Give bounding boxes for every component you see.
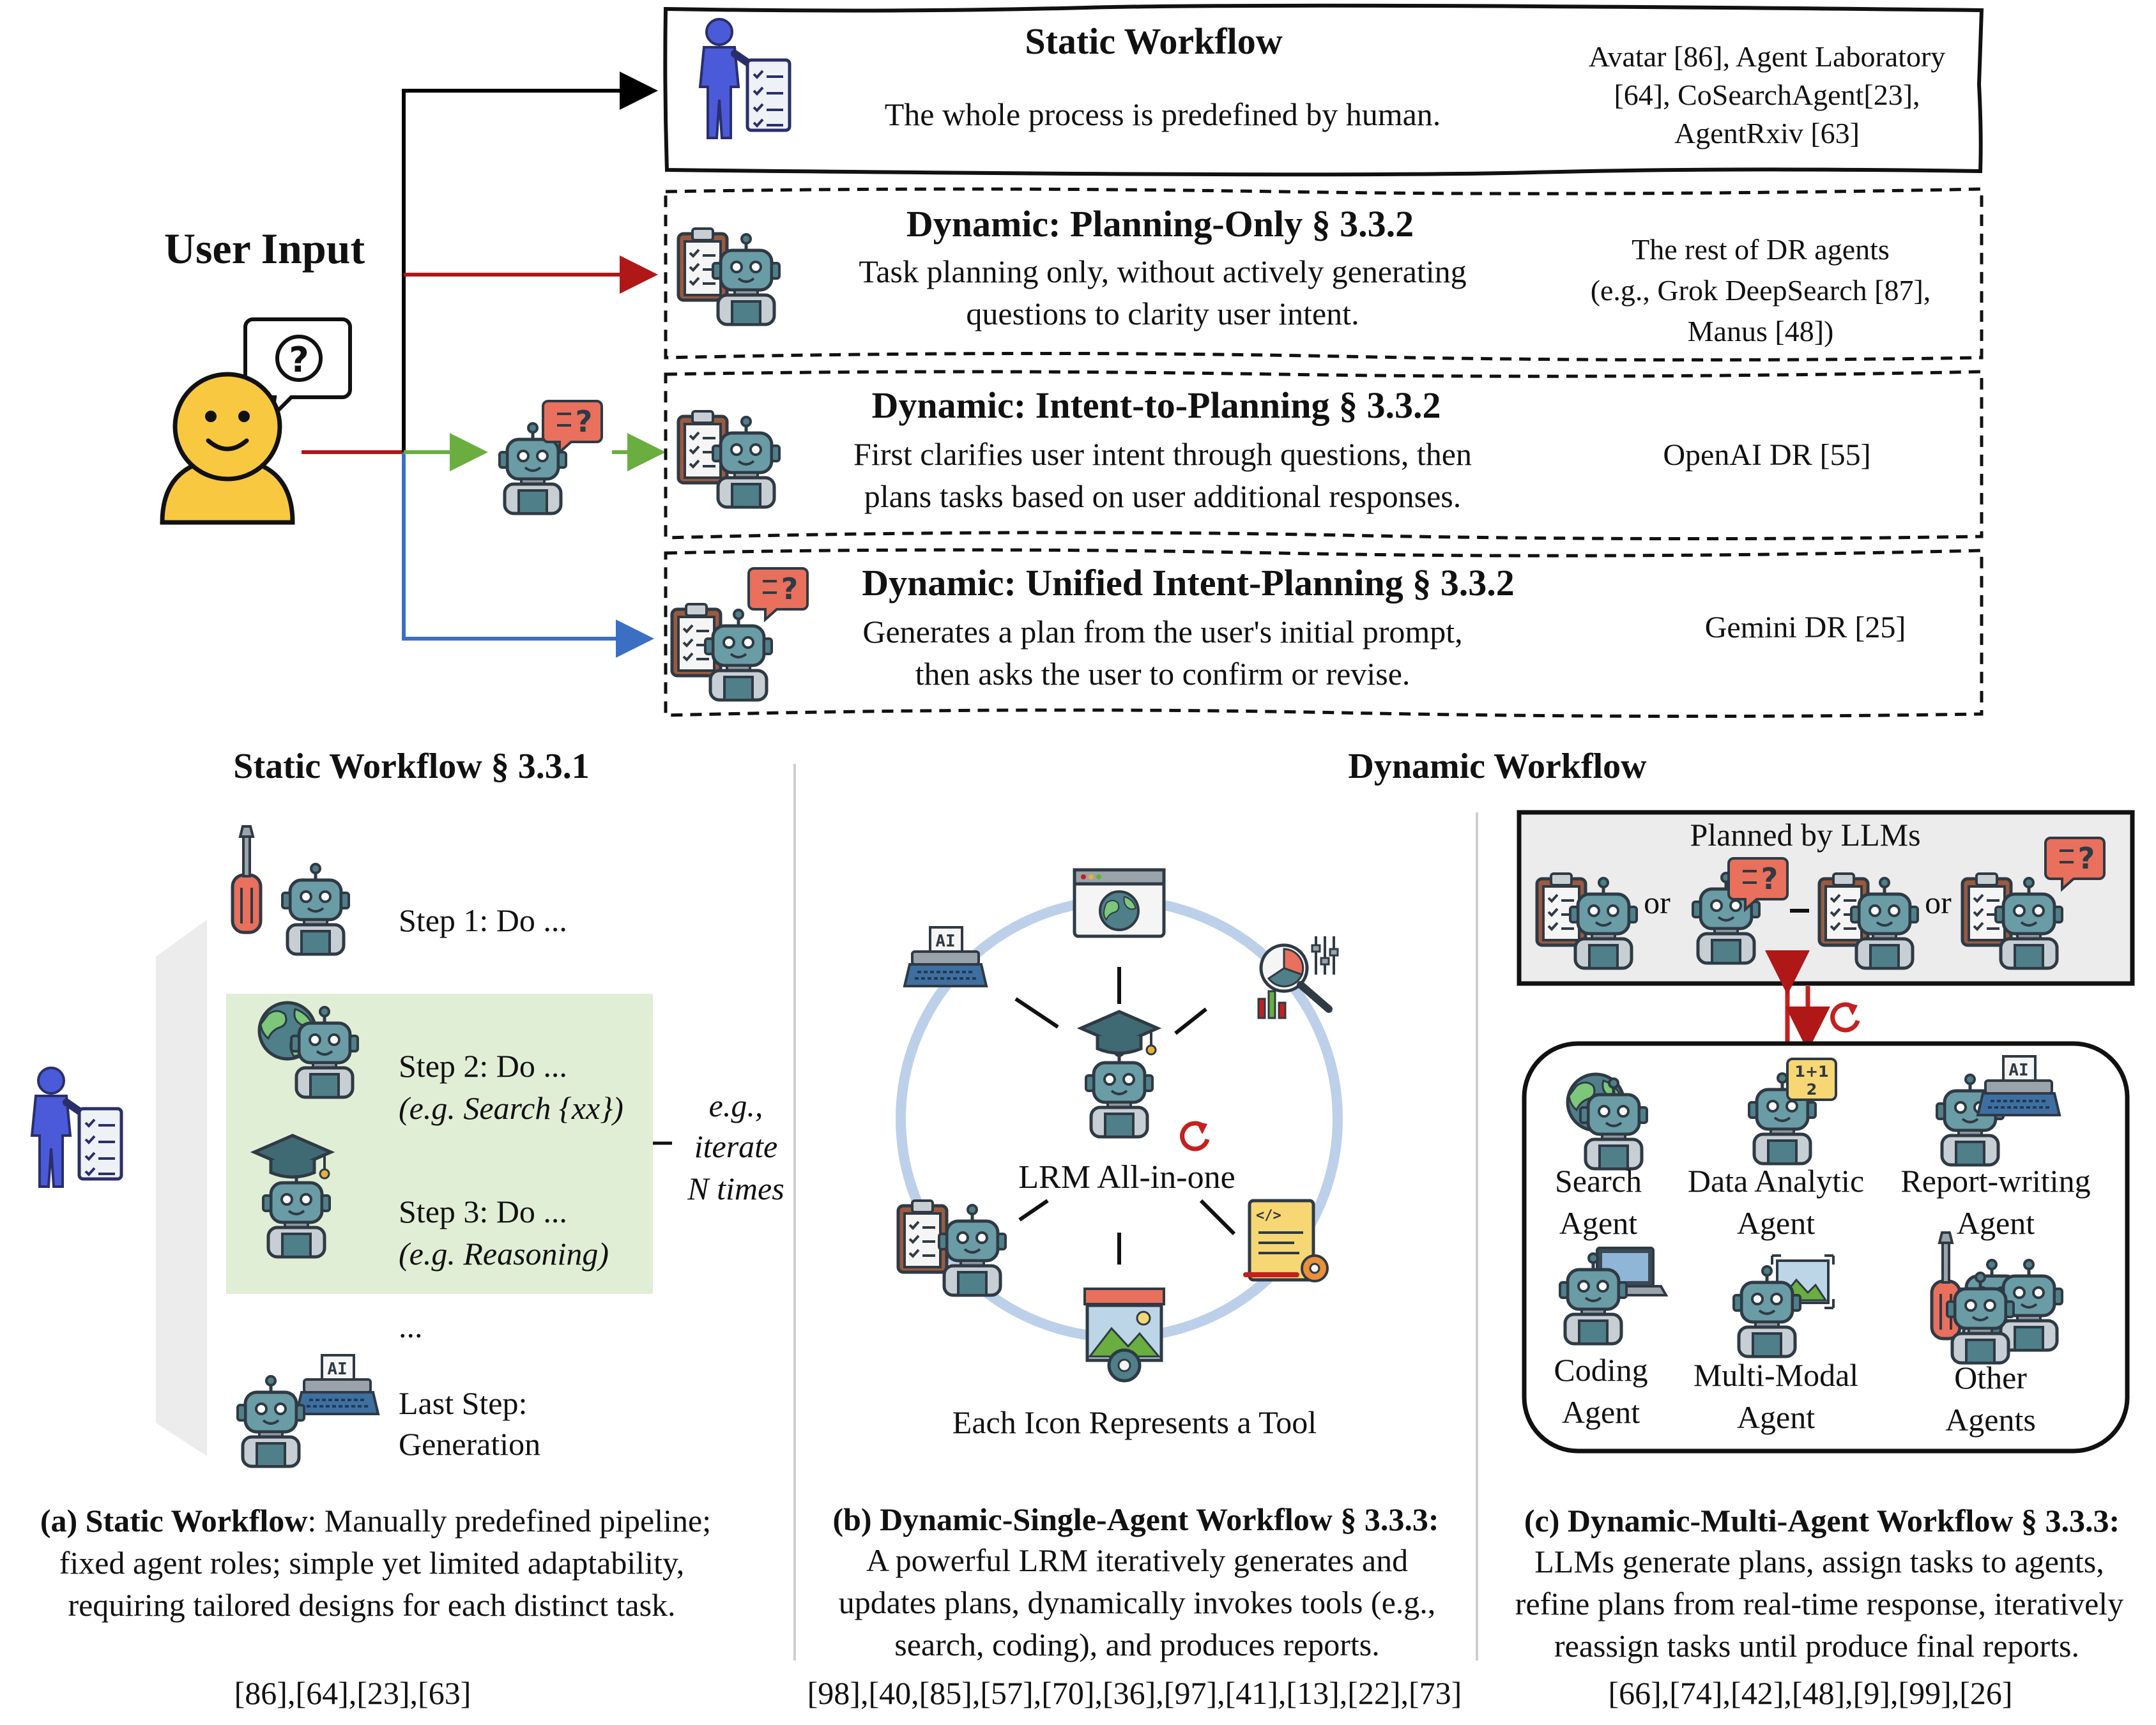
svg-text:Agent: Agent (1737, 1399, 1815, 1435)
svg-text:Generation: Generation (399, 1426, 540, 1462)
step-1: Step 1: Do ... (233, 826, 567, 954)
row-refs: (e.g., Grok DeepSearch [87], (1591, 274, 1931, 307)
refs-a: [86],[64],[23],[63] (234, 1675, 471, 1711)
intent-robot-icon (500, 400, 603, 513)
caption-a-line: fixed agent roles; simple yet limited ad… (59, 1545, 684, 1581)
caption-a: (a) Static Workflow: Manually predefined… (40, 1503, 711, 1539)
row-title: Static Workflow (1025, 20, 1282, 62)
svg-text:Step 2: Do ...: Step 2: Do ... (399, 1048, 567, 1084)
routing-arrows (302, 72, 666, 658)
svg-text:Agent: Agent (1957, 1205, 2035, 1241)
row-title: Dynamic: Intent-to-Planning § 3.3.2 (872, 384, 1441, 426)
caption-a-line: requiring tailored designs for each dist… (68, 1587, 675, 1623)
user-input-area: User Input ? (160, 224, 365, 525)
section-heading: Static Workflow § 3.3.1 (233, 747, 589, 786)
data-analytic-agent: Data Analytic Agent (1688, 1058, 1864, 1241)
row-refs: [64], CoSearchAgent[23], (1614, 79, 1920, 111)
svg-text:?: ? (289, 340, 309, 380)
center-label: LRM All-in-one (1018, 1159, 1235, 1196)
row-desc: First clarifies user intent through ques… (853, 436, 1472, 472)
multi-modal-agent: Multi-Modal Agent (1693, 1254, 1858, 1435)
row-refs: Avatar [86], Agent Laboratory (1589, 40, 1946, 73)
svg-text:(e.g. Reasoning): (e.g. Reasoning) (399, 1236, 609, 1272)
svg-text:Agent: Agent (1737, 1205, 1815, 1241)
tool-footer: Each Icon Represents a Tool (952, 1404, 1317, 1440)
lrm-center-icon (1081, 1012, 1207, 1149)
report-writing-agent: Report-writing Agent (1900, 1055, 2091, 1241)
svg-text:(e.g. Search {xx}): (e.g. Search {xx}) (399, 1090, 623, 1126)
svg-text:Agents: Agents (1945, 1402, 2036, 1438)
caption-c-line: LLMs generate plans, assign tasks to age… (1534, 1544, 2104, 1579)
svg-text:Search: Search (1555, 1163, 1642, 1199)
row-desc: questions to clarity user intent. (966, 296, 1359, 331)
analytics-tool-icon (1258, 936, 1338, 1018)
caption-b-line: updates plans, dynamically invokes tools… (839, 1584, 1436, 1620)
question-bubble-icon: ? (243, 317, 352, 422)
unified-intent-planning-row: Dynamic: Unified Intent-Planning § 3.3.2… (664, 548, 1984, 718)
or-label: or (1644, 885, 1671, 920)
svg-text:Other: Other (1954, 1360, 2027, 1395)
svg-text:Step 1: Do ...: Step 1: Do ... (399, 902, 567, 938)
iterate-note: N times (687, 1171, 784, 1206)
row-title: Dynamic: Unified Intent-Planning § 3.3.2 (862, 562, 1515, 604)
row-refs: AgentRxiv [63] (1674, 117, 1860, 149)
svg-text:Last Step:: Last Step: (399, 1385, 527, 1421)
row-desc: Task planning only, without actively gen… (859, 254, 1466, 289)
row-title: Dynamic: Planning-Only § 3.3.2 (906, 203, 1414, 245)
planner-tool-icon (898, 1201, 1005, 1295)
svg-text:Agent: Agent (1562, 1394, 1640, 1430)
human-checklist-icon (32, 1068, 121, 1187)
caption-c-title: (c) Dynamic-Multi-Agent Workflow § 3.3.3… (1524, 1503, 2120, 1539)
planner-title: Planned by LLMs (1690, 817, 1920, 853)
step-last: Last Step: Generation (238, 1354, 540, 1466)
planning-only-row: Dynamic: Planning-Only § 3.3.2 Task plan… (664, 187, 1984, 362)
static-workflow-row: Static Workflow The whole process is pre… (663, 3, 1984, 177)
caption-c-line: refine plans from real-time response, it… (1515, 1586, 2123, 1622)
image-tool-icon (1085, 1289, 1164, 1381)
svg-text:Agent: Agent (1559, 1205, 1637, 1241)
row-refs: The rest of DR agents (1632, 233, 1890, 266)
svg-text:Data Analytic: Data Analytic (1688, 1163, 1864, 1199)
refs-c: [66],[74],[42],[48],[9],[99],[26] (1608, 1675, 2012, 1711)
svg-text:...: ... (399, 1309, 423, 1344)
other-agents: Other Agents (1932, 1233, 2062, 1438)
browser-tool-icon (1074, 870, 1164, 936)
row-desc: plans tasks based on user additional res… (864, 478, 1462, 514)
svg-text:Step 3: Do ...: Step 3: Do ... (399, 1194, 567, 1229)
row-desc: then asks the user to confirm or revise. (915, 656, 1411, 692)
step-ellipsis: ... (399, 1309, 423, 1344)
refs-b: [98],[40,[85],[57],[70],[36],[97],[41],[… (807, 1675, 1462, 1711)
caption-b-line: A powerful LRM iteratively generates and (866, 1542, 1408, 1578)
row-refs: Gemini DR [25] (1705, 611, 1906, 644)
coding-agent: Coding Agent (1554, 1247, 1667, 1430)
or-label: or (1925, 885, 1952, 920)
multi-agent-panel: Planned by LLMs or or Search Agent Data … (1515, 810, 2135, 1711)
step-2: Step 2: Do ... (e.g. Search {xx}) (259, 1003, 623, 1126)
svg-text:Coding: Coding (1554, 1352, 1648, 1388)
search-agent: Search Agent (1555, 1074, 1647, 1241)
iterate-note: iterate (694, 1128, 778, 1164)
step-3: Step 3: Do ... (e.g. Reasoning) (254, 1136, 609, 1272)
intent-to-planning-row: Dynamic: Intent-to-Planning § 3.3.2 Firs… (664, 370, 1984, 541)
row-desc: Generates a plan from the user's initial… (862, 614, 1462, 650)
caption-b-title: (b) Dynamic-Single-Agent Workflow § 3.3.… (832, 1501, 1439, 1537)
svg-text:Multi-Modal: Multi-Modal (1693, 1357, 1858, 1393)
row-refs: OpenAI DR [55] (1663, 438, 1870, 472)
static-workflow-panel: Static Workflow § 3.3.1 Step 1: Do ... S… (32, 747, 784, 1711)
single-agent-panel: LRM All-in-one Each Icon Represents a To… (807, 870, 1462, 1711)
user-avatar-icon (160, 372, 295, 525)
user-input-label: User Input (164, 224, 365, 273)
caption-c-line: reassign tasks until produce final repor… (1554, 1628, 2079, 1664)
svg-text:Report-writing: Report-writing (1900, 1163, 2090, 1199)
row-desc: The whole process is predefined by human… (885, 96, 1441, 132)
caption-b-line: search, coding), and produces reports. (894, 1627, 1379, 1662)
row-refs: Manus [48]) (1688, 315, 1834, 347)
dynamic-heading: Dynamic Workflow (1348, 747, 1647, 786)
refresh-icon (1833, 1003, 1858, 1030)
iterate-note: e.g., (709, 1088, 763, 1123)
typewriter-tool-icon (903, 926, 988, 987)
